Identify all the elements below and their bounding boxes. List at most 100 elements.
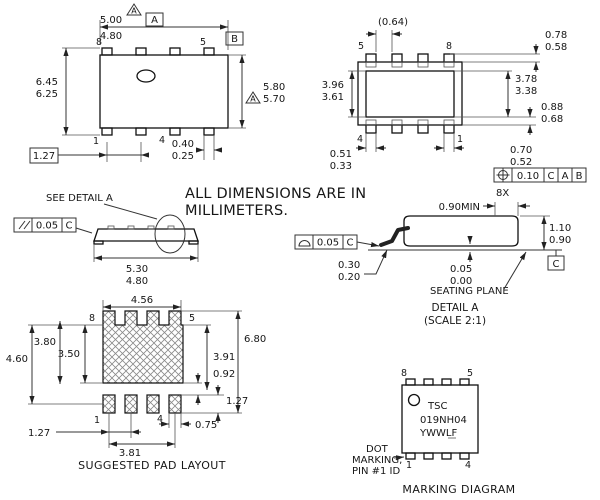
dim-standoff-max: 0.05	[450, 264, 472, 275]
bottom-view: (0.64) 5 8 0.78 0.58 3.96 3.61 3.78 3.38…	[322, 17, 587, 199]
marking-caption: MARKING DIAGRAM	[402, 483, 515, 496]
pin-8-label: 8	[96, 37, 102, 48]
pin-5-label: 5	[189, 313, 195, 324]
pin-8-label: 8	[89, 313, 95, 324]
dim-span: 3.81	[119, 448, 141, 459]
flat-dimension: 0.90MIN	[439, 202, 530, 216]
datum-a-label: A	[151, 15, 158, 26]
position-tolerance-frame: 0.10 C A B 8X	[493, 167, 587, 199]
dim-body-max: 5.80	[263, 82, 285, 93]
pad-right-dimension: 3.78 3.38	[454, 70, 537, 126]
standoff-dimension: 0.05 0.00	[450, 236, 473, 287]
profile-tolerance-frame: 0.05 C	[294, 234, 380, 250]
dim-ref: (0.64)	[378, 17, 408, 28]
dot-label-line3: PIN #1 ID	[352, 466, 401, 477]
dim-min-flat: 0.90MIN	[439, 202, 480, 213]
detail-callout-circle	[154, 214, 186, 254]
parallelism-symbol-icon	[18, 220, 31, 230]
lead-width-dimension: 0.40 0.25	[172, 135, 222, 162]
fcf-tolerance: 0.05	[317, 238, 339, 249]
pin-5-label: 5	[358, 41, 364, 52]
pin-1-label: 1	[94, 415, 100, 426]
dim-left-mid: 3.80	[34, 337, 56, 348]
note-line1: ALL DIMENSIONS ARE IN	[185, 186, 366, 202]
pitch-dimension: 1.27	[29, 142, 149, 164]
pin-5-label: 5	[200, 37, 206, 48]
dim-max: 5.30	[126, 264, 148, 275]
package-body-outline	[357, 61, 463, 126]
exposed-pad-outline	[365, 70, 455, 118]
dim-width: 4.56	[131, 295, 153, 306]
pad-width-dimension: 4.56	[102, 295, 182, 311]
dim-standoff-min: 0.00	[450, 276, 472, 287]
dim-body-min: 5.70	[263, 94, 285, 105]
dim-lead-max: 0.30	[338, 260, 360, 271]
detail-a-view: 0.90MIN 1.10 0.90 0.05 C 0.30 0.20 0.05 …	[294, 202, 571, 327]
thermal-pad	[102, 310, 184, 384]
lead-length-dimension: 0.78 0.58	[450, 30, 567, 72]
datum-c-box: C	[547, 250, 565, 271]
pin-4-label: 4	[357, 134, 363, 145]
fcf-datum: C	[347, 238, 354, 249]
position-symbol-icon	[496, 168, 510, 182]
datum-b-label: B	[231, 34, 238, 45]
dim-tip-min: 0.33	[330, 161, 352, 172]
dim-pad-left-max: 3.96	[322, 80, 344, 91]
dim-left-inner: 3.50	[58, 349, 80, 360]
dim-lead-min: 0.25	[172, 151, 194, 162]
dim-lead-max: 0.78	[545, 30, 567, 41]
fcf-datum1: C	[548, 171, 555, 182]
dim-min: 4.80	[126, 276, 148, 287]
dim-lead-min: 0.20	[338, 272, 360, 283]
fcf-datum: C	[66, 221, 73, 232]
marking-line3: YWWLF	[419, 428, 457, 439]
dim-width-max: 5.00	[100, 15, 122, 26]
pin-1-label: 1	[93, 136, 99, 147]
detail-body-outline	[403, 215, 519, 247]
lead-foot-dimension: 0.70 0.52	[434, 133, 532, 168]
datum-a-box: A	[145, 12, 164, 27]
dim-length-max: 6.45	[36, 77, 58, 88]
note-line2: MILLIMETERS.	[185, 203, 288, 219]
pin-8-label: 8	[401, 368, 407, 379]
pin-1-label: 1	[457, 134, 463, 145]
left-dimensions: 3.50 3.80 4.60	[6, 321, 103, 405]
ref-gap-dimension: (0.64)	[366, 17, 408, 52]
right-dimensions: 6.80 3.91 0.92 1.27	[181, 310, 266, 423]
dot-label-line2: MARKING,	[352, 455, 402, 466]
pad-3	[146, 394, 160, 414]
dim-lead-max: 0.40	[172, 139, 194, 150]
top-view: 5.00 4.80 A A B 6.45 6.25 5.80 5.70 A 0.…	[29, 3, 285, 164]
profile-symbol-icon	[298, 240, 311, 247]
dim-edge-min: 0.68	[541, 114, 563, 125]
dim-height-max: 1.10	[549, 223, 571, 234]
fcf-tolerance: 0.05	[36, 221, 58, 232]
gullwing-lead	[379, 226, 410, 247]
lead-thickness-dimension: 0.30 0.20	[338, 249, 388, 283]
fcf-count: 8X	[496, 188, 509, 199]
dim-lead-min: 0.58	[545, 42, 567, 53]
marking-line1: TSC	[427, 401, 447, 412]
dim-foot-min: 0.52	[510, 157, 532, 168]
dim-pad-right-max: 3.78	[515, 74, 537, 85]
dim-edge-max: 0.88	[541, 102, 563, 113]
dim-pad-left-min: 3.61	[322, 92, 344, 103]
dim-pad-width: 0.75	[195, 420, 217, 431]
detail-title: DETAIL A	[432, 302, 480, 314]
pad-1	[102, 394, 116, 414]
flag-letter: A	[131, 7, 137, 16]
parallelism-frame: 0.05 C	[13, 217, 93, 234]
package-body-outline	[99, 54, 229, 129]
dim-pad-right-min: 3.38	[515, 86, 537, 97]
dim-right-inner: 3.91	[213, 352, 235, 363]
body-length-dimension: 5.80 5.70 A	[228, 54, 285, 129]
flag-letter: A	[250, 95, 256, 104]
detail-scale: (SCALE 2:1)	[424, 315, 486, 327]
dim-width-min: 4.80	[100, 31, 122, 42]
side-profile-outline	[93, 228, 199, 242]
dim-gap: 0.92	[213, 369, 235, 380]
dim-pitch: 1.27	[33, 151, 55, 162]
marking-body-outline	[401, 384, 479, 454]
pad-width-small-dimension: 0.75	[159, 413, 217, 431]
